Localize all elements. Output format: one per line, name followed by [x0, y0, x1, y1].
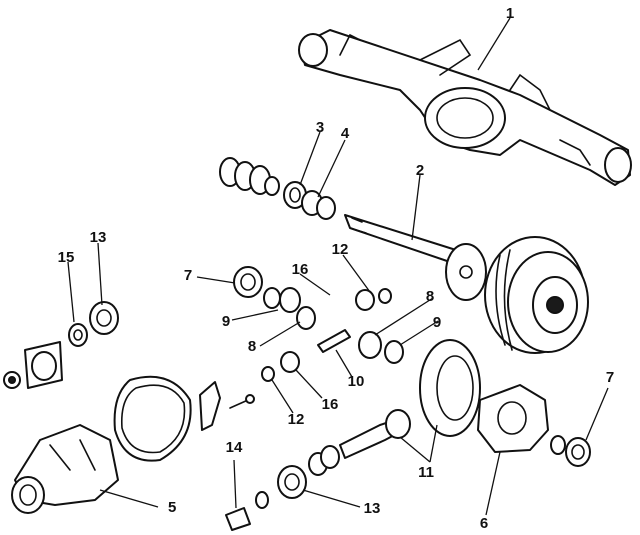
oil-seal — [301, 190, 336, 220]
carrier-bearing-7-lower — [550, 435, 591, 467]
bearing-stack-left — [219, 157, 280, 196]
collapsible-spacer — [225, 491, 269, 531]
callout-10: 10 — [348, 373, 365, 390]
carrier-housing — [11, 424, 119, 514]
callout-16-lower: 16 — [322, 396, 339, 413]
callout-3: 3 — [316, 119, 324, 136]
callout-9-right: 9 — [433, 314, 441, 331]
callout-11: 11 — [418, 464, 434, 481]
gasket — [113, 375, 192, 462]
callout-15: 15 — [58, 249, 75, 266]
drive-pinion — [339, 409, 411, 459]
callout-labels: 1 2 3 4 5 6 7 7 8 8 9 9 10 11 12 12 13 1… — [58, 5, 615, 532]
callout-8-right: 8 — [426, 288, 434, 305]
pinion-gear-16-upper — [355, 289, 375, 311]
callout-2: 2 — [416, 162, 424, 179]
bearing-13-lower — [277, 465, 307, 499]
callout-14: 14 — [226, 439, 243, 456]
callout-7-lower: 7 — [606, 369, 614, 386]
callout-13-lower: 13 — [364, 500, 381, 517]
bracket — [199, 381, 221, 431]
bearing-13-upper — [89, 301, 119, 335]
callout-5: 5 — [168, 499, 176, 516]
pinion-gear-8-upper — [296, 306, 316, 330]
callout-13-upper: 13 — [90, 229, 107, 246]
callout-12-upper: 12 — [332, 241, 349, 258]
washer-12-lower — [261, 366, 275, 382]
thrust-washer-9-right — [384, 340, 404, 364]
brake-drum — [484, 236, 589, 354]
carrier-bearing-7-upper — [233, 266, 263, 298]
washer-12-upper — [378, 288, 392, 304]
seal-15 — [68, 323, 88, 347]
shim-pair — [308, 445, 340, 476]
callout-4: 4 — [341, 125, 350, 142]
cross-shaft — [317, 329, 351, 353]
companion-flange — [3, 341, 63, 389]
callout-9-left: 9 — [222, 313, 230, 330]
callout-8-left: 8 — [248, 338, 256, 355]
callout-16-upper: 16 — [292, 261, 309, 278]
axle-housing — [298, 29, 632, 186]
bolt — [229, 394, 255, 409]
thrust-washer-9-upper — [263, 287, 281, 309]
side-gear-8-right — [358, 331, 382, 359]
side-gear-9-upper — [279, 287, 301, 313]
differential-case — [477, 384, 549, 453]
leader-lines — [67, 17, 609, 516]
ring-gear — [419, 339, 481, 437]
callout-1: 1 — [506, 5, 514, 22]
callout-6: 6 — [480, 515, 488, 532]
axle-shaft — [344, 214, 487, 301]
pinion-gear-16-lower — [280, 351, 300, 373]
callout-7-upper: 7 — [184, 267, 192, 284]
callout-12-lower: 12 — [288, 411, 305, 428]
